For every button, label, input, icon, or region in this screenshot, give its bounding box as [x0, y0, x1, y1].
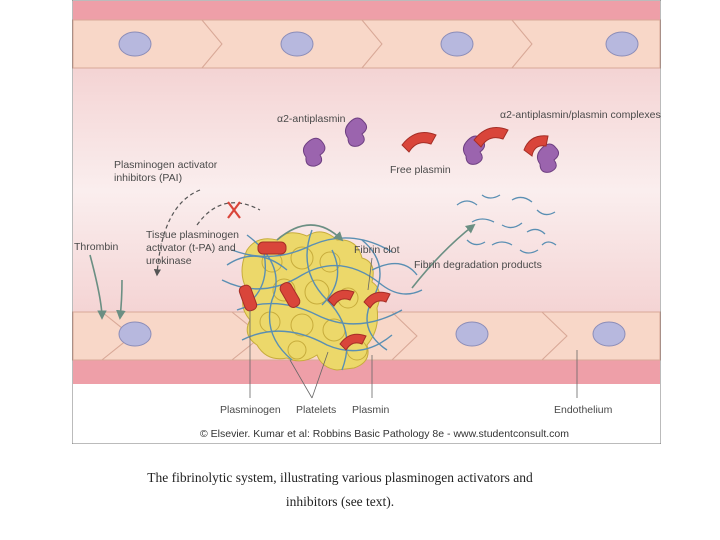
label-fibrin-clot: Fibrin clot: [354, 244, 400, 256]
nucleus: [440, 31, 474, 57]
label-complexes: α2-antiplasmin/plasmin complexes: [500, 109, 661, 121]
free-plasmin: [401, 132, 437, 153]
nucleus: [455, 321, 489, 347]
degradation-arrow: [411, 223, 476, 289]
nucleus: [280, 31, 314, 57]
caption-line-2: inhibitors (see text).: [285, 494, 395, 509]
thrombin-arrow-2: [116, 279, 126, 320]
label-endothelium: Endothelium: [554, 404, 613, 416]
fibrin-degradation-products: [456, 194, 557, 254]
label-tpa-2: activator (t-PA) and: [146, 242, 236, 254]
label-tpa-1: Tissue plasminogen: [146, 229, 239, 241]
nucleus: [605, 31, 639, 57]
plasmin-molecules: [238, 241, 391, 351]
fibrinolysis-diagram: α2-antiplasmin α2-antiplasmin/plasmin co…: [72, 0, 661, 444]
pai-to-tpa-arrow: [196, 202, 261, 226]
label-antiplasmin: α2-antiplasmin: [277, 113, 346, 125]
label-fdp: Fibrin degradation products: [414, 259, 542, 271]
label-leader-lines: [249, 257, 578, 399]
tpa-activation-arrow: [276, 224, 344, 242]
endothelium-top: [72, 19, 661, 69]
vessel-wall-top: [73, 1, 660, 21]
label-tpa-3: urokinase: [146, 255, 192, 267]
copyright-notice: © Elsevier. Kumar et al: Robbins Basic P…: [200, 428, 569, 440]
vessel-wall-bottom: [73, 360, 660, 384]
nucleus: [118, 31, 152, 57]
nucleus: [118, 321, 152, 347]
antiplasmin-plasmin-complexes: [462, 127, 560, 173]
label-plasminogen: Plasminogen: [220, 404, 281, 416]
antiplasmin: [302, 117, 368, 167]
caption-line-1: The fibrinolytic system, illustrating va…: [147, 470, 533, 485]
label-free-plasmin: Free plasmin: [390, 164, 451, 176]
nucleus: [592, 321, 626, 347]
label-platelets: Platelets: [296, 404, 336, 416]
label-plasmin: Plasmin: [352, 404, 390, 416]
label-pai-2: inhibitors (PAI): [114, 172, 182, 184]
figure-caption: The fibrinolytic system, illustrating va…: [80, 466, 600, 514]
thrombin-arrow: [89, 254, 107, 320]
label-pai-1: Plasminogen activator: [114, 159, 218, 171]
label-thrombin: Thrombin: [74, 241, 119, 253]
inhibition-x-icon: [227, 201, 241, 219]
pai-inhibition-arrow: [153, 189, 201, 277]
